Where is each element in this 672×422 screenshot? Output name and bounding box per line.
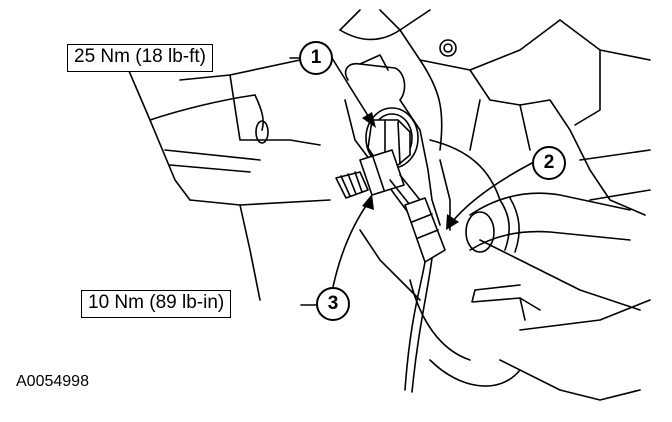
arrow-head-3	[362, 194, 374, 210]
crankshaft-position-sensor	[335, 149, 446, 393]
callout-3: 3	[316, 287, 350, 321]
engine-block-outline	[119, 9, 651, 401]
torque-spec-label-1: 25 Nm (18 lb-ft)	[67, 44, 213, 72]
figure-id: A0054998	[16, 373, 89, 390]
torque-spec-label-3: 10 Nm (89 lb-in)	[81, 290, 232, 318]
callout-2: 2	[532, 146, 566, 180]
arrow-head-1	[362, 112, 376, 128]
arrow-head-2	[446, 214, 459, 230]
coolant-hose	[465, 192, 631, 321]
callout-1: 1	[299, 41, 333, 75]
leader-lines	[289, 57, 533, 306]
